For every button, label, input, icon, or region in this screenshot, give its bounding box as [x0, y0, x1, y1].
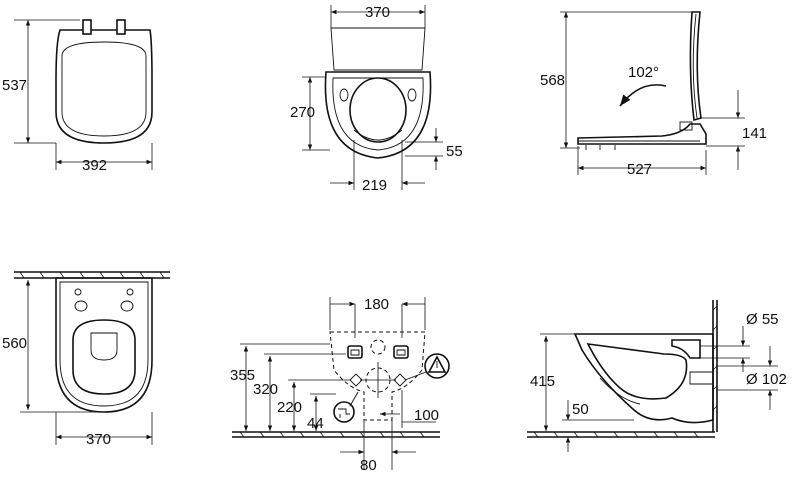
seat-side-rise-label: 141 — [742, 125, 767, 142]
bowl-rear-bottom-label: 80 — [360, 457, 377, 474]
bowl-top-width-label: 370 — [86, 431, 111, 448]
seat-side-angle-label: 102° — [628, 64, 659, 81]
seat-top-width-label: 392 — [82, 157, 107, 174]
bowl-side-view: 415 50 Ø 55 Ø 102 — [527, 300, 787, 452]
bowl-rear-side-label: 100 — [414, 407, 439, 424]
bowl-side-inlet-label: Ø 102 — [746, 371, 787, 388]
seat-side-height-label: 568 — [540, 72, 565, 89]
seat-front-depth-label: 270 — [290, 104, 315, 121]
seat-top-height-label: 537 — [2, 77, 27, 94]
bowl-top-view: 560 370 — [2, 271, 170, 448]
seat-side-view: 568 102° 141 527 — [540, 11, 767, 178]
seat-front-width-label: 370 — [365, 4, 390, 21]
bowl-side-height-label: 415 — [530, 373, 555, 390]
seat-front-offset-label: 55 — [446, 143, 463, 160]
bowl-rear-h3-label: 220 — [277, 399, 302, 416]
seat-side-depth-label: 527 — [627, 161, 652, 178]
bowl-rear-h1-label: 355 — [230, 367, 255, 384]
bowl-rear-view: 180 355 320 2 — [230, 296, 450, 474]
bowl-rear-span-label: 180 — [364, 296, 389, 313]
bowl-rear-h4-label: 44 — [307, 415, 324, 432]
bowl-top-length-label: 560 — [2, 335, 27, 352]
bowl-side-outlet-label: Ø 55 — [746, 311, 779, 328]
seat-front-hinge-label: 219 — [362, 177, 387, 194]
seat-top-view: 537 392 — [2, 19, 153, 174]
seat-front-view: 370 270 55 219 — [290, 4, 463, 194]
bowl-rear-h2-label: 320 — [253, 381, 278, 398]
bowl-side-base-label: 50 — [572, 401, 589, 418]
